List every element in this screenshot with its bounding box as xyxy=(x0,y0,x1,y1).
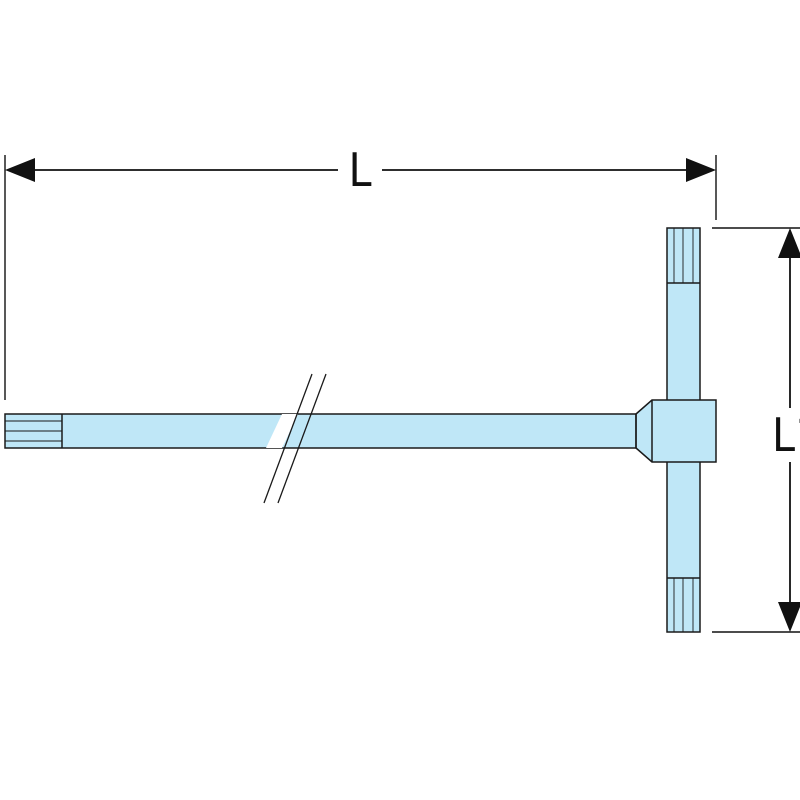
dimension-handle-length: L1 xyxy=(772,228,800,632)
shaft-break-symbol xyxy=(263,373,327,504)
shaft xyxy=(4,413,641,449)
dimension-label-length: L xyxy=(348,143,371,197)
t-handle-hub xyxy=(635,399,717,463)
dimension-length: L xyxy=(5,143,716,197)
dimension-label-handle-length: L1 xyxy=(772,408,800,462)
